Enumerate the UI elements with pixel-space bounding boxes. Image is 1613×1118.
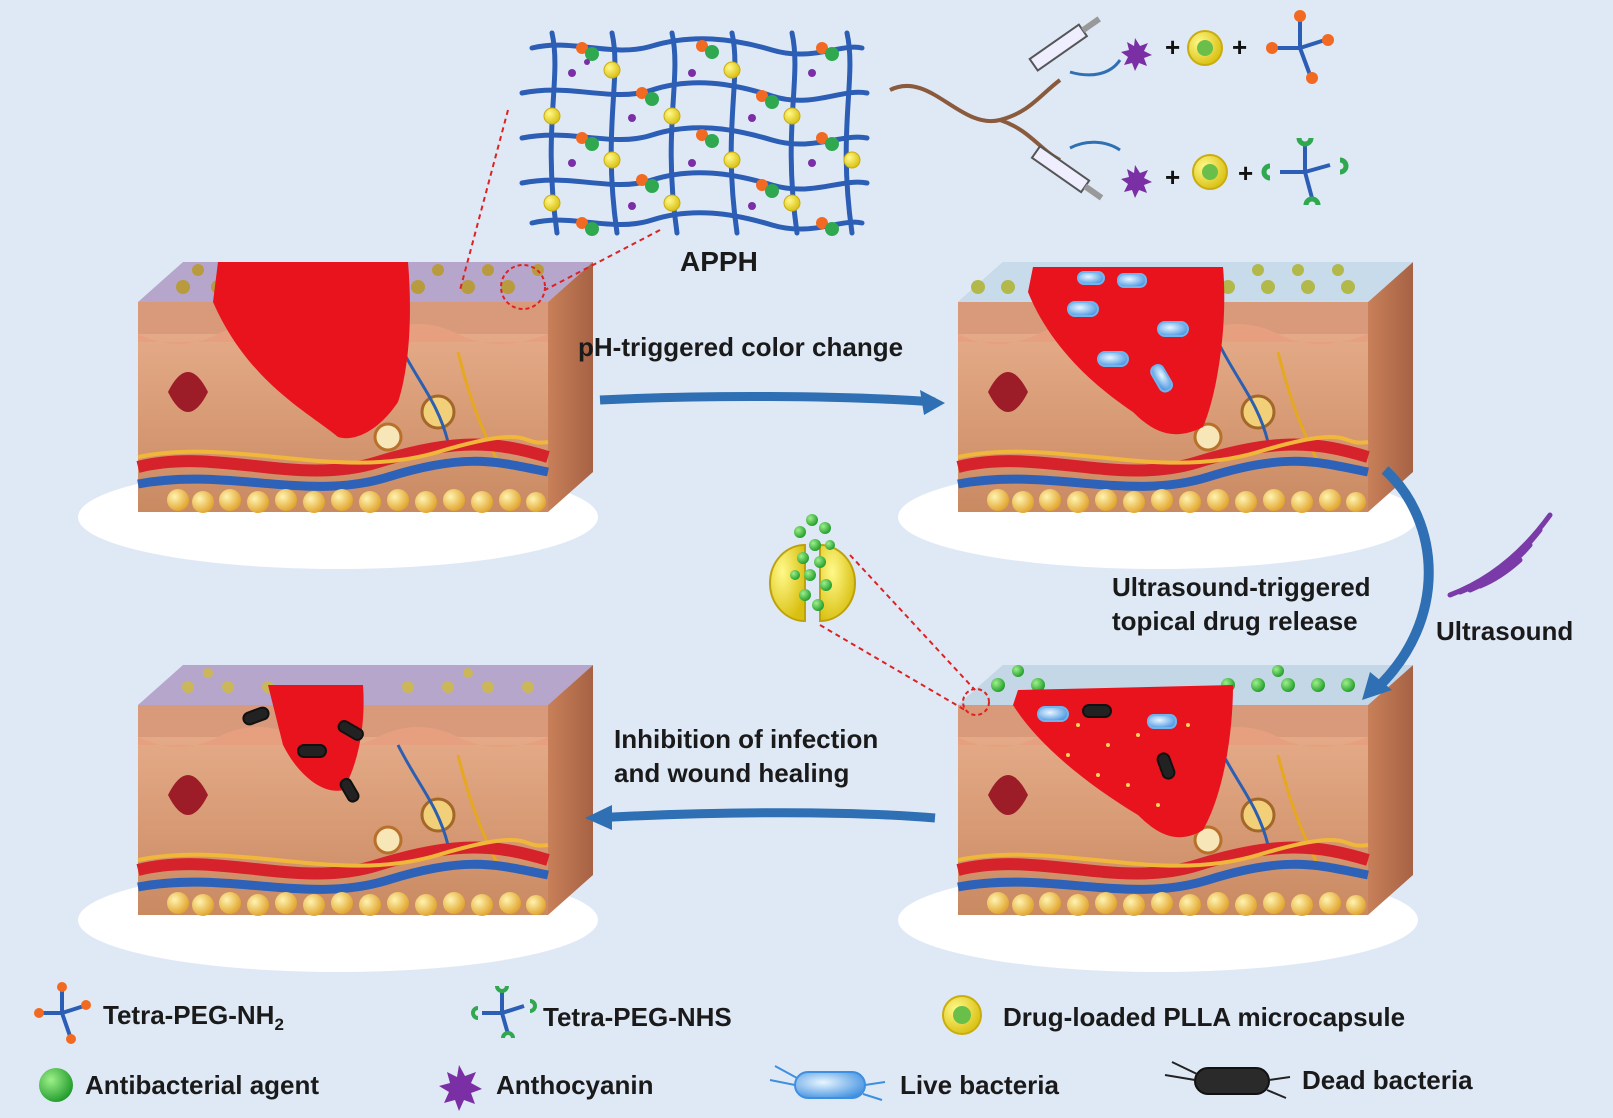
arrow-step-2 <box>1371 466 1434 694</box>
ultrasound-waves-icon <box>1447 512 1553 598</box>
arrow-step-3 <box>594 808 936 823</box>
legend-live-bacteria-icon <box>769 1065 886 1101</box>
skin-panel-2 <box>898 262 1418 569</box>
arrow-step-1 <box>599 391 936 407</box>
svg-text:+: + <box>1165 162 1180 192</box>
wound <box>213 262 410 439</box>
skin-panel-3 <box>898 665 1418 972</box>
opened-microcapsule-icon <box>769 514 856 623</box>
step-3-label-line-1: Inhibition of infection <box>614 724 879 754</box>
apph-network <box>519 30 870 236</box>
skin-panel-4 <box>78 665 598 972</box>
svg-text:+: + <box>1232 32 1247 62</box>
svg-text:+: + <box>1165 32 1180 62</box>
legend-live-bacteria: Live bacteria <box>900 1070 1059 1100</box>
legend-tetra-peg-nhs-icon <box>471 985 537 1039</box>
legend-antibacterial: Antibacterial agent <box>85 1070 320 1100</box>
step-3-label-line-2: and wound healing <box>614 758 850 788</box>
legend-anthocyanin: Anthocyanin <box>496 1070 654 1100</box>
reagent-row-nh2: + + <box>1121 10 1334 84</box>
step-2-label-line-2: topical drug release <box>1112 606 1358 636</box>
svg-text:+: + <box>1238 158 1253 188</box>
legend-antibacterial-icon <box>39 1068 73 1102</box>
legend-microcapsule-icon <box>942 995 982 1035</box>
legend-tetra-peg-nhs: Tetra-PEG-NHS <box>543 1002 732 1032</box>
wound <box>1013 685 1233 838</box>
legend-tetra-peg-nh2: Tetra-PEG-NH2 <box>103 1000 284 1035</box>
apph-title: APPH <box>680 246 758 277</box>
wound <box>268 685 364 791</box>
ultrasound-label: Ultrasound <box>1436 616 1574 646</box>
legend-microcapsule: Drug-loaded PLLA microcapsule <box>1003 1002 1406 1032</box>
step-1-label: pH-triggered color change <box>578 332 904 362</box>
step-2-label-line-1: Ultrasound-triggered <box>1112 572 1371 602</box>
legend-tetra-peg-nh2-icon <box>34 982 91 1044</box>
legend-dead-bacteria-icon <box>1164 1061 1291 1099</box>
reagent-row-nhs: + + <box>1121 137 1349 206</box>
legend-dead-bacteria: Dead bacteria <box>1302 1065 1473 1095</box>
dual-syringe <box>889 16 1122 201</box>
legend-anthocyanin-icon <box>439 1065 482 1111</box>
skin-panel-1 <box>78 262 598 569</box>
